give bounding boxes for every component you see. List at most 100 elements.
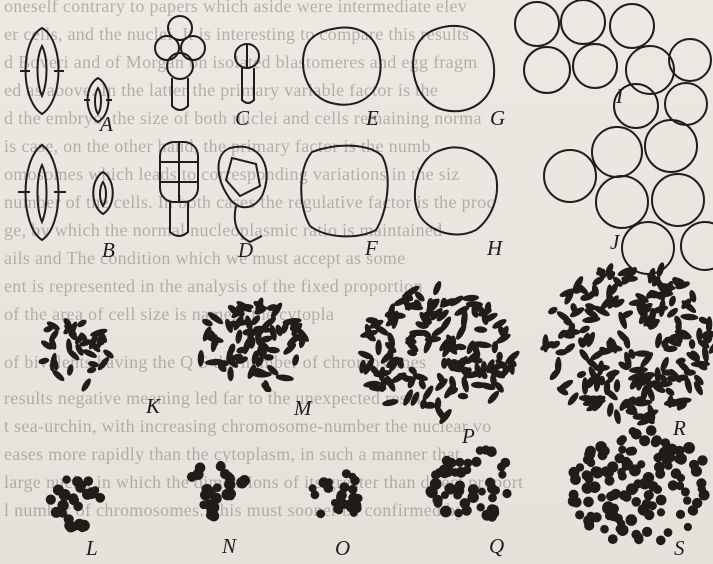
label-q: Q	[489, 534, 504, 559]
chromosome-dot	[688, 505, 698, 515]
chromosome-dot	[335, 506, 343, 514]
chromosome-dot	[605, 476, 615, 486]
label-m: M	[294, 396, 312, 421]
chromosome-dot	[683, 496, 691, 504]
chromosome	[542, 334, 548, 352]
chromosome-dot	[455, 481, 465, 491]
chromosome-dot	[477, 503, 485, 511]
chromosome-dot	[608, 534, 618, 544]
chromosome-dot	[204, 487, 213, 496]
chromosome-dot	[444, 483, 455, 494]
chromosome-dot	[628, 447, 637, 456]
chromosome-dot	[639, 435, 650, 446]
label-d: D	[238, 238, 253, 263]
chromosome-dot	[617, 468, 625, 476]
plate-m	[197, 297, 310, 394]
chromosome-dot	[569, 467, 580, 478]
label-b: B	[102, 238, 115, 263]
chromosome	[474, 326, 488, 334]
chromosome-dot	[338, 495, 345, 502]
chromosome-dot	[485, 478, 495, 488]
chromosome-dot	[676, 482, 685, 491]
label-h: H	[487, 236, 502, 261]
chromosome	[668, 295, 677, 308]
chromosome-dot	[349, 473, 357, 481]
chromosome-dot	[226, 491, 235, 500]
chromosome-dot	[661, 438, 670, 447]
chromosome-dot	[455, 458, 464, 467]
chromosome-dot	[569, 490, 579, 500]
chromosome-dot	[350, 493, 360, 503]
chromosome-dot	[644, 490, 654, 500]
chromosome-dot	[674, 454, 683, 463]
chromosome	[375, 339, 382, 355]
chromosome-dot	[655, 469, 665, 479]
figure-a-cells	[20, 28, 112, 122]
chromosome-dot	[683, 442, 695, 454]
chromosome-dot	[637, 460, 645, 468]
chromosome-dot	[220, 469, 230, 479]
chromosome-dot	[600, 446, 610, 456]
plate-p	[357, 280, 521, 426]
chromosome-dot	[592, 467, 604, 479]
chromosome-dot	[192, 469, 203, 480]
chromosome-dot	[631, 497, 641, 507]
chromosome-dot	[638, 504, 650, 516]
chromosome-dot	[657, 508, 665, 516]
chromosome	[382, 398, 400, 407]
chromosome	[431, 280, 443, 296]
chromosome-dot	[46, 495, 56, 505]
chromosome-dot	[584, 520, 594, 530]
figure-c-cells	[155, 16, 259, 110]
plate-r	[539, 261, 713, 427]
figure-h-cell	[415, 147, 497, 234]
figure-f-cell	[301, 146, 387, 237]
chromosome	[472, 303, 478, 314]
chromosome-dot	[84, 476, 94, 486]
chromosome-dot	[348, 485, 357, 494]
chromosome-dot	[575, 510, 584, 519]
chromosome	[457, 393, 468, 400]
chromosome-dot	[629, 427, 637, 435]
chromosome	[38, 357, 50, 365]
chromosome-dot	[691, 466, 702, 477]
chromosome-dot	[350, 509, 358, 517]
chromosome	[654, 332, 663, 349]
chromosome	[680, 313, 698, 321]
chromosome	[66, 364, 74, 377]
plate-n	[187, 461, 250, 522]
label-l: L	[86, 536, 98, 561]
label-s: S	[674, 536, 685, 561]
chromosome-dot	[498, 471, 506, 479]
chromosome	[76, 318, 88, 329]
chromosome-dot	[699, 490, 710, 501]
figure-d-cells	[160, 142, 267, 242]
chromosome	[430, 324, 447, 338]
chromosome-dot	[339, 482, 349, 492]
chromosome-dot	[82, 489, 93, 500]
chromosome-dot	[676, 510, 685, 519]
chromosome	[613, 409, 622, 425]
chromosome	[387, 349, 393, 360]
chromosome-dot	[659, 447, 671, 459]
label-i: I	[616, 84, 623, 109]
chromosome-dot	[439, 465, 450, 476]
figure-j-cells	[544, 120, 713, 274]
chromosome	[634, 350, 652, 356]
chromosome-dot	[634, 533, 643, 542]
chromosome	[234, 329, 243, 344]
chromosome-dot	[626, 514, 638, 526]
chromosome-dot	[481, 445, 490, 454]
chromosome-dot	[664, 528, 673, 537]
chromosome-dot	[600, 525, 609, 534]
chromosome-dot	[62, 475, 70, 483]
chromosome	[291, 354, 300, 367]
chromosome-dot	[611, 489, 621, 499]
chromosome-dot	[587, 512, 595, 520]
chromosome-dot	[311, 490, 320, 499]
label-f: F	[365, 236, 378, 261]
chromosome-dot	[653, 485, 662, 494]
chromosome	[629, 366, 648, 373]
